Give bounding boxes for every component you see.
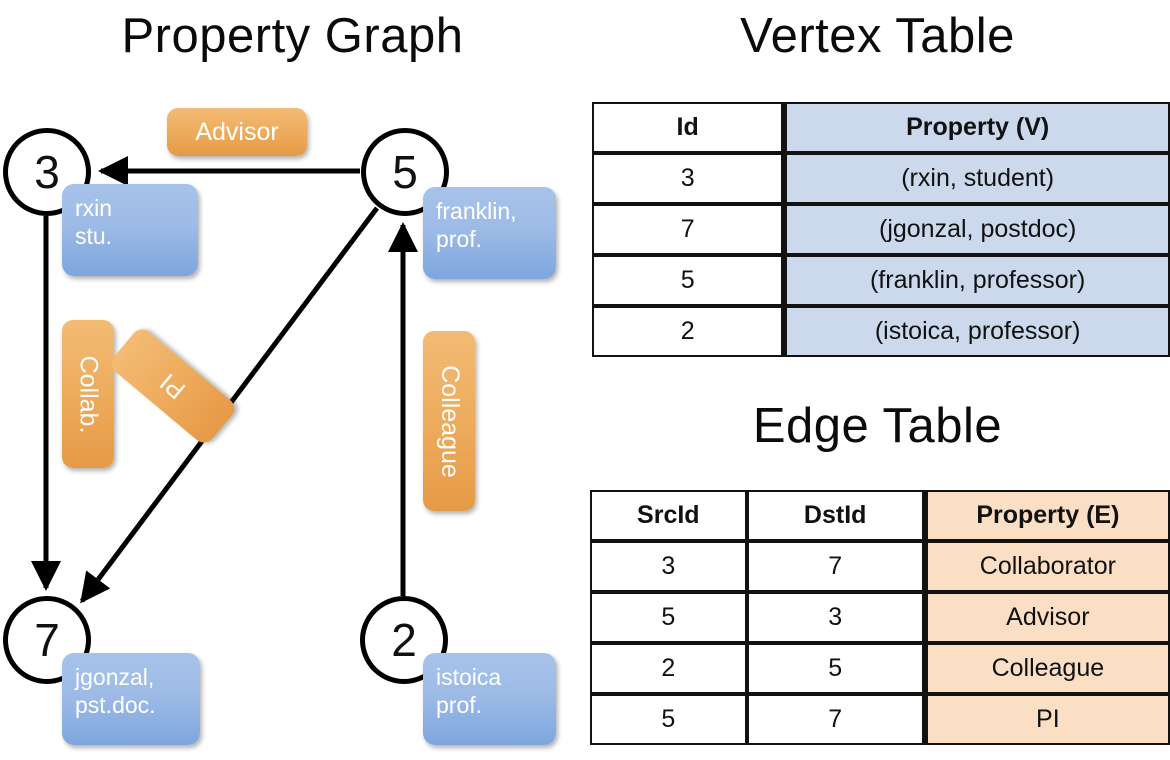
vertex-property-box-7: jgonzal, pst.doc. (62, 653, 200, 745)
vertex-property-box-2: istoica prof. (423, 653, 556, 745)
table-row[interactable]: 7 (jgonzal, postdoc) (592, 204, 1170, 255)
vertex-property-box-5: franklin, prof. (423, 187, 556, 279)
edge-cell-srcid: 5 (590, 694, 747, 745)
vertex-cell-id: 5 (592, 255, 784, 306)
graph-node-3-label: 3 (34, 146, 60, 198)
vertex-cell-id: 7 (592, 204, 784, 255)
graph-node-5-label: 5 (392, 146, 418, 198)
vertex-table-header-row: Id Property (V) (592, 102, 1170, 153)
edge-table-header-dstid: DstId (746, 490, 924, 541)
table-row[interactable]: 2 5 Colleague (590, 643, 1170, 694)
vertex-property-box-3: rxin stu. (62, 184, 198, 276)
table-row[interactable]: 2 (istoica, professor) (592, 306, 1170, 357)
vertex-table-header-property: Property (V) (783, 102, 1170, 153)
vertex-cell-property: (rxin, student) (783, 153, 1170, 204)
edge-cell-srcid: 2 (590, 643, 747, 694)
graph-node-5[interactable]: 5 (361, 128, 449, 216)
vertex-table: Id Property (V) 3 (rxin, student) 7 (jgo… (592, 102, 1170, 357)
edge-table: SrcId DstId Property (E) 3 7 Collaborato… (590, 490, 1170, 745)
vertex-table-header-id: Id (592, 102, 784, 153)
property-graph-diagram: 3 5 7 2 rxin stu. franklin, prof. jgonza… (3, 108, 556, 745)
page-title-edge-table: Edge Table (752, 399, 1003, 453)
edge-cell-dstid: 3 (746, 592, 924, 643)
graph-node-2-label: 2 (391, 614, 417, 666)
edge-cell-dstid: 7 (746, 541, 924, 592)
edge-label-colleague-text: Colleague (435, 364, 464, 478)
table-row[interactable]: 5 (franklin, professor) (592, 255, 1170, 306)
edge-table-header-row: SrcId DstId Property (E) (590, 490, 1170, 541)
table-row[interactable]: 5 3 Advisor (590, 592, 1170, 643)
edge-cell-property: Advisor (923, 592, 1170, 643)
edge-cell-property: PI (923, 694, 1170, 745)
edge-table-header-srcid: SrcId (590, 490, 747, 541)
table-row[interactable]: 3 7 Collaborator (590, 541, 1170, 592)
vertex-cell-property: (jgonzal, postdoc) (783, 204, 1170, 255)
page-title-vertex-table: Vertex Table (740, 9, 1015, 63)
graph-node-2[interactable]: 2 (360, 596, 448, 684)
edge-label-colleague: Colleague (423, 331, 475, 511)
edge-label-collab: Collab. (62, 320, 114, 468)
edge-cell-srcid: 5 (590, 592, 747, 643)
edge-cell-property: Colleague (923, 643, 1170, 694)
page-title-property-graph: Property Graph (121, 9, 464, 63)
edge-table-header-property: Property (E) (923, 490, 1170, 541)
edge-label-pi-text: PI (154, 368, 191, 405)
vertex-cell-id: 2 (592, 306, 784, 357)
vertex-cell-id: 3 (592, 153, 784, 204)
vertex-cell-property: (istoica, professor) (783, 306, 1170, 357)
edge-cell-srcid: 3 (590, 541, 747, 592)
edge-label-collab-text: Collab. (74, 355, 103, 433)
edge-label-advisor: Advisor (167, 108, 307, 156)
graph-node-7-label: 7 (34, 614, 60, 666)
edge-cell-dstid: 5 (746, 643, 924, 694)
edge-cell-dstid: 7 (746, 694, 924, 745)
edge-label-advisor-text: Advisor (195, 117, 279, 146)
vertex-cell-property: (franklin, professor) (783, 255, 1170, 306)
table-row[interactable]: 3 (rxin, student) (592, 153, 1170, 204)
table-row[interactable]: 5 7 PI (590, 694, 1170, 745)
edge-cell-property: Collaborator (923, 541, 1170, 592)
